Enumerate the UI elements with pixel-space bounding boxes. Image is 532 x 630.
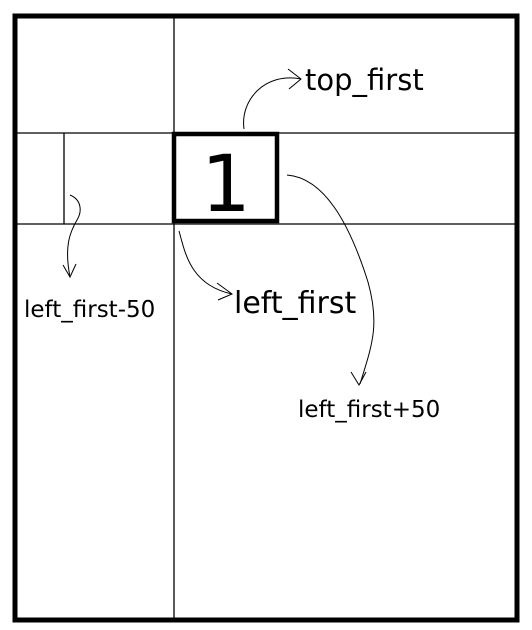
arrowhead-top-first xyxy=(287,68,302,90)
arrow-left-first xyxy=(178,230,233,295)
arrowhead-left-first xyxy=(216,282,234,301)
label-left-first: left_first xyxy=(234,286,356,321)
box-number: 1 xyxy=(201,140,251,230)
arrowhead-left-first-plus-50 xyxy=(350,371,367,387)
box-1 xyxy=(171,131,280,224)
arrowhead-left-first-minus-50 xyxy=(62,263,77,279)
arrow-left-first-plus-50 xyxy=(286,174,375,385)
label-top-first: top_first xyxy=(305,63,424,97)
label-left-first-plus-50: left_first+50 xyxy=(298,397,440,423)
arrow-top-first xyxy=(243,77,302,130)
label-left-first-minus-50: left_first-50 xyxy=(24,297,155,323)
outer-frame xyxy=(12,13,520,623)
arrow-left-first-minus-50 xyxy=(67,194,81,278)
